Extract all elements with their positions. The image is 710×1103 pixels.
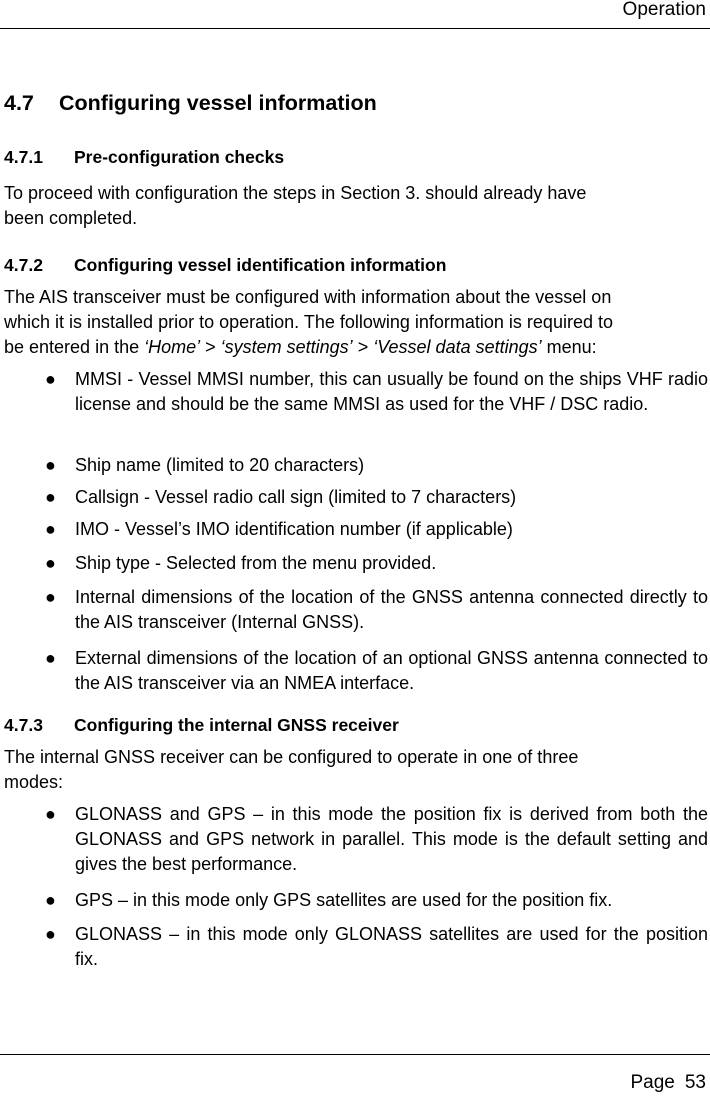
list-item: ● Ship type - Selected from the menu pro…	[45, 551, 708, 576]
list-item-text: GLONASS and GPS – in this mode the posit…	[75, 804, 708, 874]
bullet-icon: ●	[45, 924, 56, 944]
bullet-icon: ●	[45, 519, 56, 539]
subsection-heading-4-7-3: 4.7.3 Configuring the internal GNSS recei…	[4, 714, 399, 736]
subsection-number: 4.7.3	[4, 715, 43, 735]
list-item-text: IMO - Vessel’s IMO identification number…	[75, 519, 513, 539]
list-item-text: Internal dimensions of the location of t…	[75, 587, 708, 632]
list-item: ● GLONASS and GPS – in this mode the pos…	[45, 802, 708, 877]
section-title: Configuring vessel information	[59, 91, 377, 115]
paragraph-line: which it is installed prior to operation…	[4, 312, 613, 332]
list-item-text: Ship name (limited to 20 characters)	[75, 455, 365, 475]
menu-path-separator: >	[352, 337, 374, 357]
subsection-number: 4.7.2	[4, 255, 43, 275]
list-item-text: Ship type - Selected from the menu provi…	[75, 553, 437, 573]
list-item: ● IMO - Vessel’s IMO identification numb…	[45, 517, 708, 542]
menu-path-separator: >	[200, 337, 221, 357]
paragraph-line: The internal GNSS receiver can be config…	[4, 747, 579, 767]
menu-path-vessel-data-settings: ‘Vessel data settings’	[373, 337, 542, 357]
bullet-icon: ●	[45, 369, 56, 389]
list-item: ● GPS – in this mode only GPS satellites…	[45, 888, 708, 913]
bullet-icon: ●	[45, 890, 56, 910]
list-item: ● Ship name (limited to 20 characters)	[45, 453, 708, 478]
menu-path-suffix: menu:	[541, 337, 597, 357]
page-label: Page	[630, 1072, 675, 1093]
page-number: Page 53	[630, 1073, 706, 1093]
list-item: ● GLONASS – in this mode only GLONASS sa…	[45, 922, 708, 972]
section-number: 4.7	[4, 91, 34, 115]
bullet-icon: ●	[45, 587, 56, 607]
subsection-title: Configuring the internal GNSS receiver	[74, 715, 399, 735]
paragraph-line: modes:	[4, 772, 64, 792]
menu-path-home: ‘Home’	[144, 337, 201, 357]
bullet-icon: ●	[45, 487, 56, 507]
footer-rule	[0, 1054, 710, 1055]
bullet-icon: ●	[45, 804, 56, 824]
page-number-value: 53	[684, 1072, 706, 1093]
paragraph-line: The AIS transceiver must be configured w…	[4, 287, 612, 307]
subsection-heading-4-7-2: 4.7.2 Configuring vessel identification i…	[4, 254, 446, 276]
menu-path-prefix: be entered in the	[4, 337, 145, 357]
subsection-number: 4.7.1	[4, 147, 43, 167]
list-item-text: Callsign - Vessel radio call sign (limit…	[75, 487, 517, 507]
list-item-text: External dimensions of the location of a…	[75, 648, 708, 693]
section-heading: 4.7 Configuring vessel information	[4, 90, 377, 116]
list-item-text: GLONASS – in this mode only GLONASS sate…	[75, 924, 708, 969]
menu-path-system-settings: ‘system settings’	[220, 337, 353, 357]
subsection-heading-4-7-1: 4.7.1 Pre-configuration checks	[4, 146, 284, 168]
running-header-title: Operation	[622, 0, 706, 20]
subsection-title: Configuring vessel identification inform…	[74, 255, 447, 275]
subsection-title: Pre-configuration checks	[74, 147, 285, 167]
header-rule	[0, 28, 710, 29]
bullet-icon: ●	[45, 455, 56, 475]
list-item: ● Callsign - Vessel radio call sign (lim…	[45, 485, 708, 510]
paragraph-line: been completed.	[4, 208, 138, 228]
list-item-text: MMSI - Vessel MMSI number, this can usua…	[75, 369, 708, 414]
list-item-text: GPS – in this mode only GPS satellites a…	[75, 890, 613, 910]
list-item: ● MMSI - Vessel MMSI number, this can us…	[45, 367, 708, 417]
list-item: ● External dimensions of the location of…	[45, 646, 708, 696]
menu-path-line: be entered in the ‘Home’ > ‘system setti…	[4, 335, 597, 360]
bullet-icon: ●	[45, 648, 56, 668]
bullet-icon: ●	[45, 553, 56, 573]
paragraph-line: To proceed with configuration the steps …	[4, 183, 587, 203]
list-item: ● Internal dimensions of the location of…	[45, 585, 708, 635]
